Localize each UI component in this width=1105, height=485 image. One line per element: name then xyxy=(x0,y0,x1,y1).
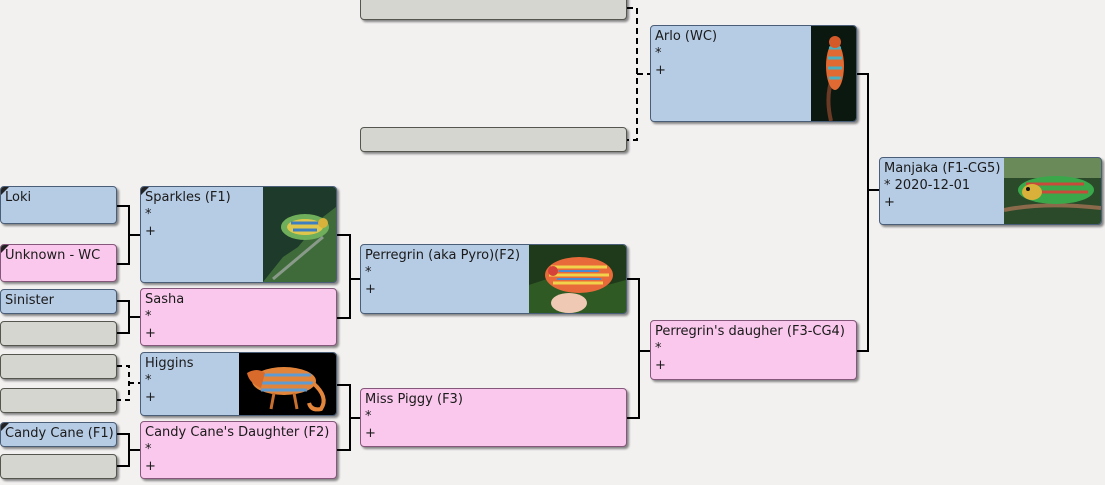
empty-slot[interactable] xyxy=(0,321,117,346)
person-name: Higgins xyxy=(145,356,194,371)
person-name: Loki xyxy=(5,190,32,205)
empty-slot[interactable] xyxy=(360,127,627,152)
person-birth: * xyxy=(655,46,662,61)
person-name: Perregrin's daugher (F3-CG4) xyxy=(655,324,845,339)
person-name: Arlo (WC) xyxy=(655,29,718,44)
person-name: Unknown - WC xyxy=(5,248,101,263)
person-birth: * 2020-12-01 xyxy=(884,178,971,193)
person-name: Manjaka (F1-CG5) xyxy=(884,161,1001,176)
person-death: + xyxy=(884,195,895,210)
person-birth: * xyxy=(145,373,152,388)
person-death: + xyxy=(365,426,376,441)
person-name: Sasha xyxy=(145,292,185,307)
person-death: + xyxy=(365,282,376,297)
chameleon-photo xyxy=(811,26,856,121)
empty-slot[interactable] xyxy=(360,0,627,20)
connector-perregrin-parents xyxy=(337,234,360,319)
person-death: + xyxy=(145,390,156,405)
chameleon-photo xyxy=(1004,158,1101,224)
person-unknown-wc[interactable]: Unknown - WC xyxy=(0,244,117,282)
collapsed-marker-icon xyxy=(1,423,9,431)
connector-sparkles-parents xyxy=(117,205,140,265)
person-sasha[interactable]: Sasha * + xyxy=(140,288,337,346)
empty-slot[interactable] xyxy=(0,354,117,379)
person-miss-piggy[interactable]: Miss Piggy (F3) * + xyxy=(360,388,627,447)
person-sparkles[interactable]: Sparkles (F1) * + xyxy=(140,186,337,283)
person-higgins[interactable]: Higgins * + xyxy=(140,352,337,416)
chameleon-photo xyxy=(263,187,336,282)
person-birth: * xyxy=(365,409,372,424)
person-birth: * xyxy=(145,309,152,324)
person-candy-cane[interactable]: Candy Cane (F1) xyxy=(0,422,117,447)
person-death: + xyxy=(145,459,156,474)
person-birth: * xyxy=(365,265,372,280)
connector-miss-piggy-parents xyxy=(337,384,360,451)
person-name: Sinister xyxy=(5,293,54,308)
connector-sasha-parents xyxy=(117,300,140,334)
person-arlo[interactable]: Arlo (WC) * + xyxy=(650,25,857,122)
person-name: Perregrin (aka Pyro)(F2) xyxy=(365,248,521,263)
collapsed-marker-icon xyxy=(1,187,9,195)
person-perregrins-daughter[interactable]: Perregrin's daugher (F3-CG4) * + xyxy=(650,320,857,380)
person-death: + xyxy=(145,224,156,239)
person-candy-canes-daughter[interactable]: Candy Cane's Daughter (F2) * + xyxy=(140,421,337,479)
person-loki[interactable]: Loki xyxy=(0,186,117,224)
person-birth: * xyxy=(655,341,662,356)
person-sinister[interactable]: Sinister xyxy=(0,289,117,314)
connector-manjaka-parents xyxy=(857,73,879,352)
connector-higgins-parents xyxy=(117,365,140,401)
person-name: Candy Cane (F1) xyxy=(5,426,114,441)
chameleon-photo xyxy=(529,245,626,313)
connector-ccd-parents xyxy=(117,433,140,467)
person-death: + xyxy=(145,326,156,341)
person-perregrin[interactable]: Perregrin (aka Pyro)(F2) * + xyxy=(360,244,627,314)
person-birth: * xyxy=(145,442,152,457)
collapsed-marker-icon xyxy=(1,245,9,253)
person-name: Miss Piggy (F3) xyxy=(365,392,463,407)
connector-arlo-parents xyxy=(627,7,650,141)
person-name: Candy Cane's Daughter (F2) xyxy=(145,425,330,440)
chameleon-photo xyxy=(239,353,336,415)
person-birth: * xyxy=(145,207,152,222)
empty-slot[interactable] xyxy=(0,388,117,413)
empty-slot[interactable] xyxy=(0,454,117,479)
connector-daughter-parents xyxy=(627,278,650,419)
person-name: Sparkles (F1) xyxy=(145,190,231,205)
person-death: + xyxy=(655,358,666,373)
person-death: + xyxy=(655,63,666,78)
person-manjaka[interactable]: Manjaka (F1-CG5) * 2020-12-01 + xyxy=(879,157,1102,225)
collapsed-marker-icon xyxy=(141,187,149,195)
